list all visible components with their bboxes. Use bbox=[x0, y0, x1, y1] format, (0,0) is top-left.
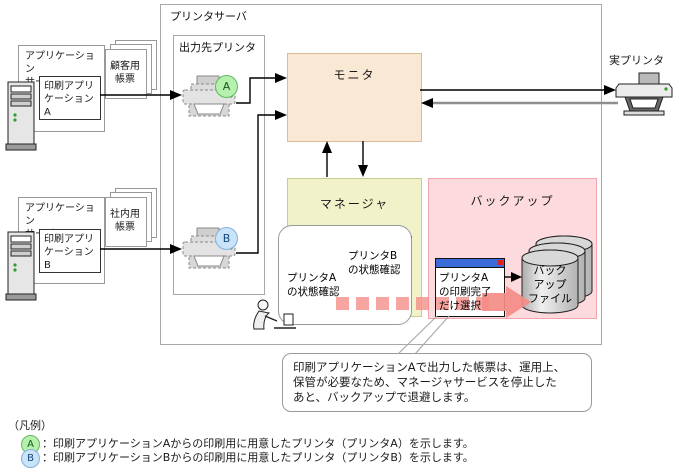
printer-b-status-text: プリンタB の状態確認 bbox=[348, 250, 401, 276]
print-application-a-box: 印刷アプリ ケーションA bbox=[39, 76, 101, 120]
real-printer-icon bbox=[615, 72, 673, 116]
output-printer-label: 出力先プリンタ bbox=[179, 41, 256, 54]
print-complete-select-dialog: プリンタA の印刷完了 だけ選択 bbox=[435, 258, 505, 317]
monitor-service-box: モニタ bbox=[287, 53, 422, 142]
backup-label: バックアップ bbox=[470, 194, 555, 208]
manager-label: マネージャ bbox=[319, 197, 390, 211]
operation-note: 印刷アプリケーションAで出力した帳票は、運用上、 保管が必要なため、マネージャサ… bbox=[282, 353, 592, 412]
legend-badge-b: B bbox=[21, 449, 40, 468]
printer-server-label: プリンタサーバ bbox=[170, 10, 247, 23]
print-complete-select-text: プリンタA の印刷完了 だけ選択 bbox=[439, 272, 492, 312]
printer-a-status-text: プリンタA の状態確認 bbox=[287, 272, 340, 298]
form-page bbox=[105, 49, 147, 99]
legend-item-a: ：印刷アプリケーションAからの印刷用に用意したプリンタ（プリンタA）を示します。 bbox=[42, 437, 474, 450]
form-page bbox=[105, 197, 147, 247]
real-printer-label: 実プリンタ bbox=[609, 54, 664, 67]
printer-a-badge: A bbox=[215, 75, 238, 98]
monitor-label: モニタ bbox=[333, 68, 376, 82]
customer-forms-label: 顧客用 帳票 bbox=[110, 61, 140, 85]
print-application-b-box: 印刷アプリ ケーションB bbox=[39, 229, 101, 273]
customer-forms-stack: 顧客用 帳票 bbox=[105, 40, 157, 100]
internal-forms-label: 社内用 帳票 bbox=[110, 209, 140, 233]
printer-b-badge: B bbox=[215, 227, 238, 250]
backup-flow-dashed-line bbox=[336, 297, 492, 310]
legend-title: （凡例） bbox=[8, 419, 52, 432]
backup-flow-arrowhead-icon bbox=[482, 286, 531, 318]
close-icon[interactable] bbox=[498, 260, 503, 265]
legend-item-b: ：印刷アプリケーションBからの印刷用に用意したプリンタ（プリンタB）を示します。 bbox=[42, 451, 474, 464]
output-printer-box: 出力先プリンタ bbox=[173, 35, 265, 295]
dialog-titlebar bbox=[436, 259, 504, 268]
app-server-a-box: アプリケーション サーバ 印刷アプリ ケーションA bbox=[18, 45, 105, 132]
internal-forms-stack: 社内用 帳票 bbox=[105, 188, 157, 248]
app-server-b-box: アプリケーション サーバ 印刷アプリ ケーションB bbox=[18, 197, 105, 284]
